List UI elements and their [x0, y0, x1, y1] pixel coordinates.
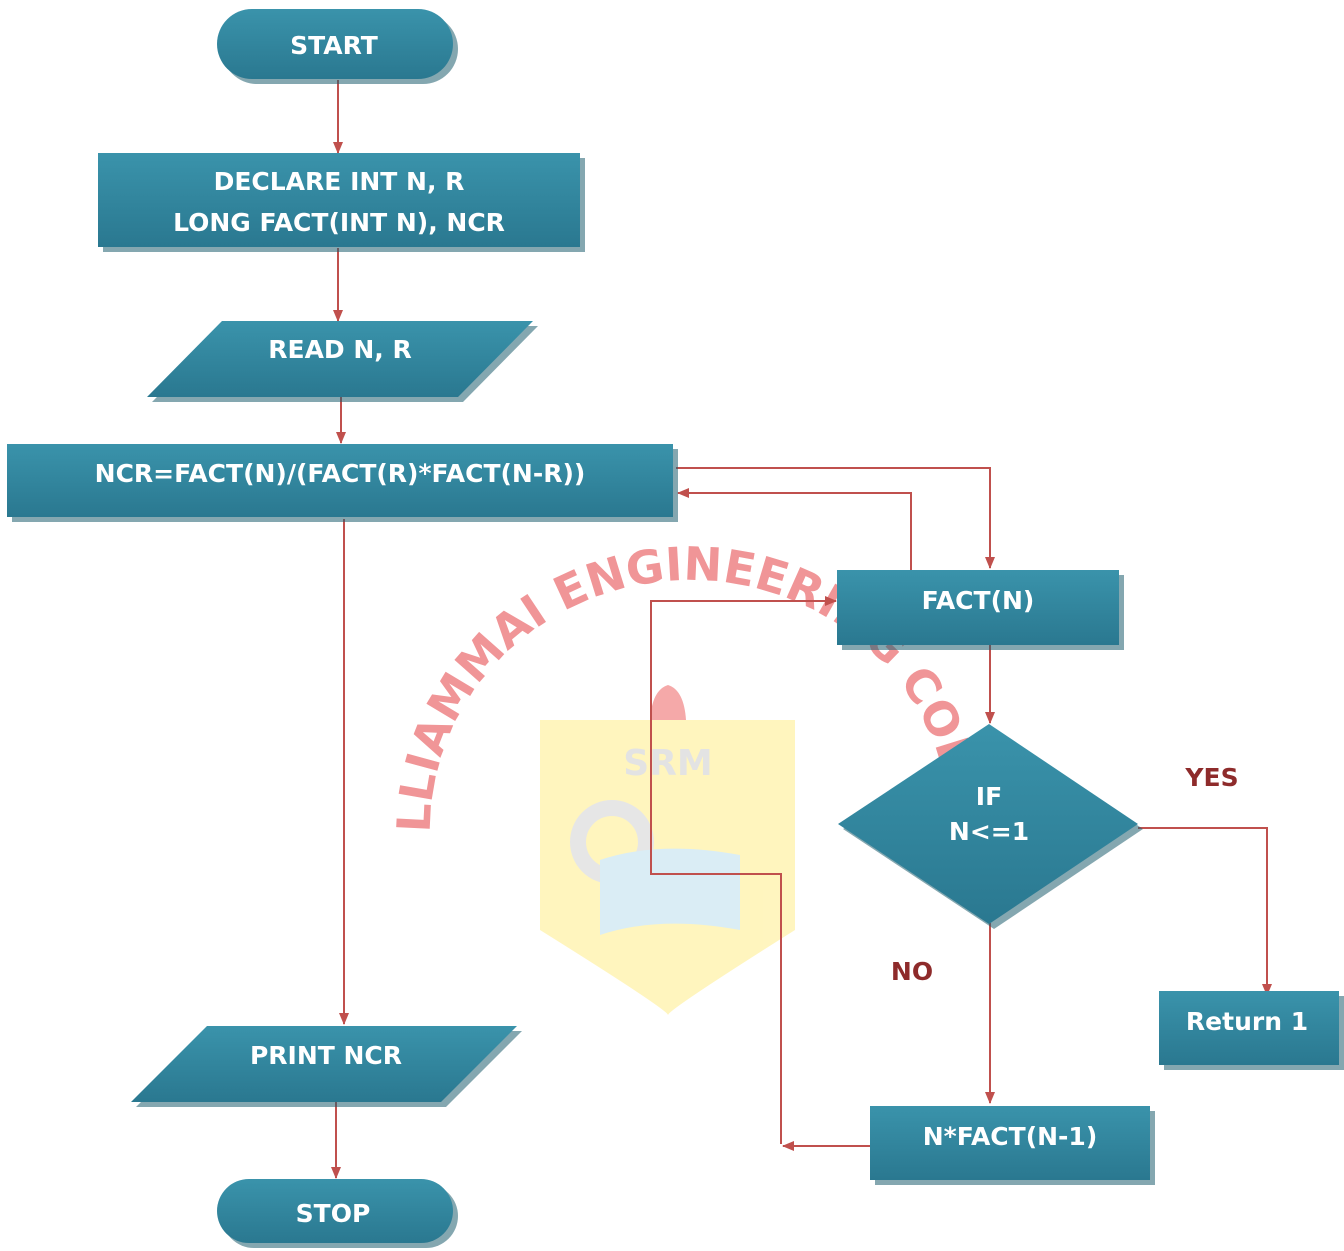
start-terminator: START — [217, 9, 458, 84]
declare-line2: LONG FACT(INT N), NCR — [173, 208, 505, 237]
recurse-label: N*FACT(N-1) — [923, 1122, 1098, 1151]
decision-line1: IF — [976, 782, 1002, 811]
book-icon — [600, 848, 740, 935]
arrow-recurse-to-fact — [650, 596, 837, 1144]
bell-icon — [650, 685, 686, 720]
return1-label: Return 1 — [1186, 1007, 1308, 1036]
declare-line1: DECLARE INT N, R — [214, 167, 465, 196]
declare-process: DECLARE INT N, R LONG FACT(INT N), NCR — [98, 153, 585, 252]
stop-terminator: STOP — [217, 1179, 458, 1248]
yes-label: YES — [1184, 763, 1238, 792]
compute-label: NCR=FACT(N)/(FACT(R)*FACT(N-R)) — [95, 459, 586, 488]
watermark-arc-text: VALLIAMMAI ENGINEERING COLLEGE — [0, 0, 993, 834]
arrow-compute-to-fact — [676, 467, 995, 569]
stop-label: STOP — [296, 1199, 371, 1228]
fact-label: FACT(N) — [922, 586, 1035, 615]
fact-process: FACT(N) — [837, 570, 1124, 650]
compute-process: NCR=FACT(N)/(FACT(R)*FACT(N-R)) — [7, 444, 678, 522]
decision-diamond: IF N<=1 — [838, 724, 1143, 929]
decision-line2: N<=1 — [949, 817, 1029, 846]
read-label: READ N, R — [268, 335, 412, 364]
read-input: READ N, R — [147, 321, 538, 402]
print-output: PRINT NCR — [131, 1026, 522, 1107]
print-label: PRINT NCR — [250, 1041, 402, 1070]
start-label: START — [290, 31, 378, 60]
watermark-logo-text: SRM — [623, 743, 712, 784]
no-label: NO — [891, 957, 933, 986]
recurse-process: N*FACT(N-1) — [870, 1106, 1155, 1185]
return1-process: Return 1 — [1159, 991, 1344, 1070]
connectors — [331, 80, 1272, 1179]
arrow-fact-return-to-compute — [677, 488, 912, 570]
arrow-yes-to-return1 — [1138, 827, 1272, 996]
